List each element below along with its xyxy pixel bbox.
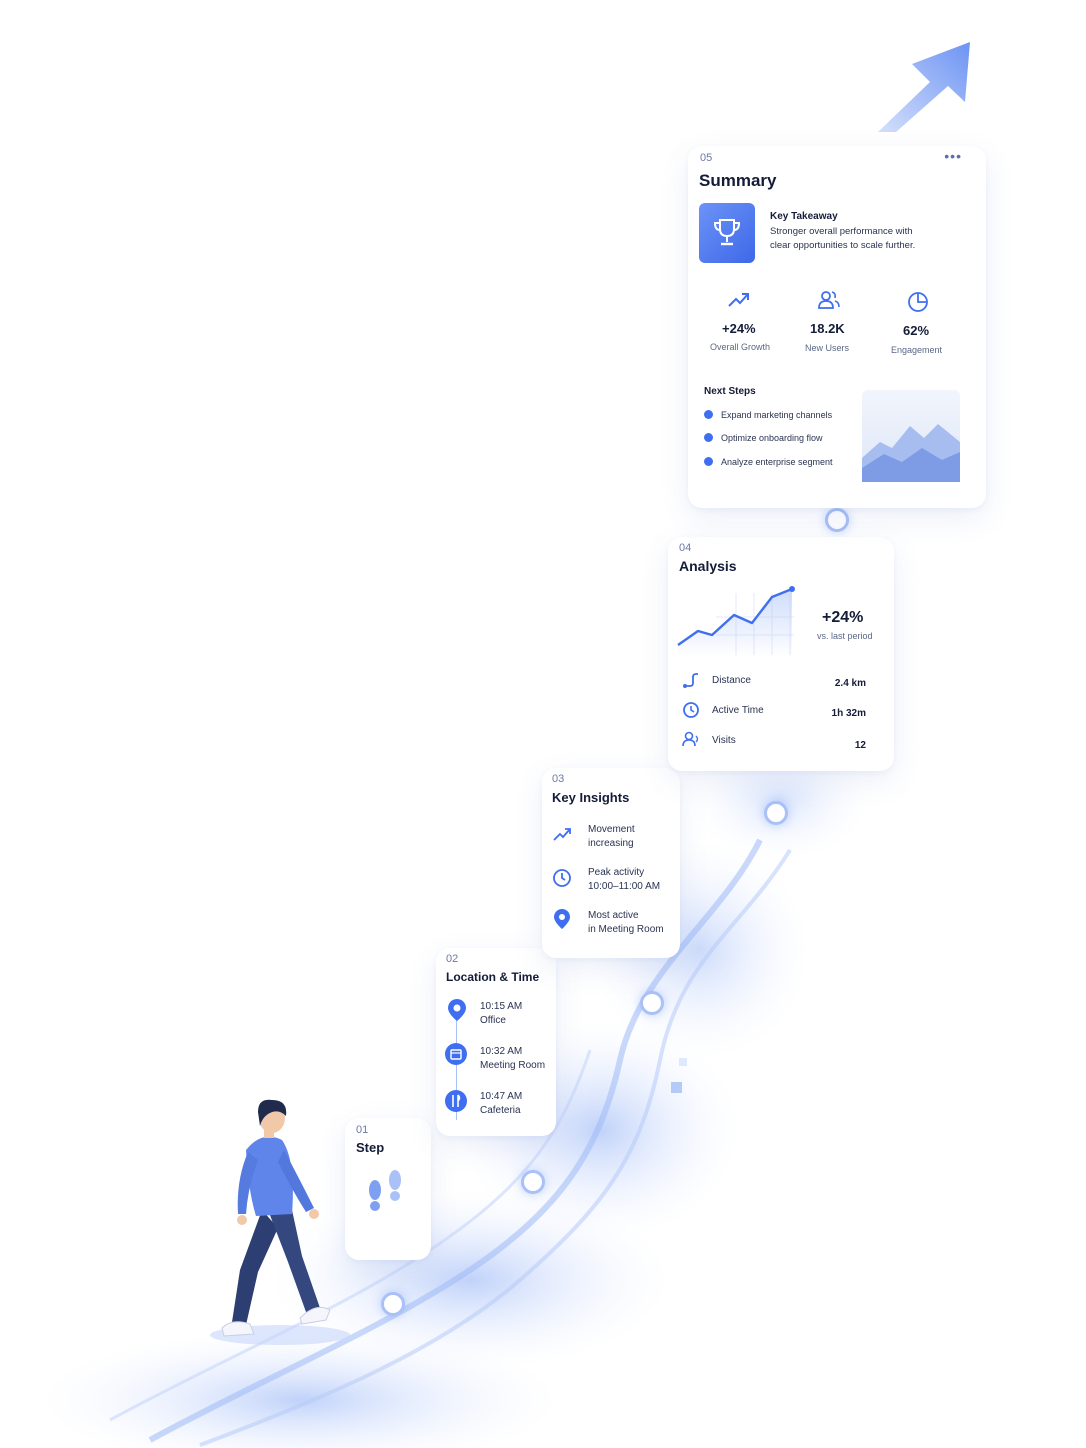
stat-value: 62%	[903, 323, 930, 338]
path-node-4	[764, 801, 788, 825]
entry-place: Office	[480, 1015, 506, 1026]
entry-time: 10:47 AM	[480, 1091, 523, 1102]
takeaway-text: Stronger overall performance with clear …	[770, 226, 916, 251]
stat-label: Engagement	[891, 345, 943, 355]
clock-icon	[683, 702, 699, 718]
check-circle-icon	[704, 457, 713, 466]
users-icon	[818, 291, 840, 309]
timeline-entry-1: 10:15 AM Office	[480, 1000, 522, 1028]
next-step-item: Optimize onboarding flow	[704, 433, 823, 443]
more-options-icon[interactable]: •••	[944, 148, 962, 164]
metric-label: Active Time	[712, 705, 764, 716]
mountain-image	[862, 390, 960, 482]
card-number: 02	[446, 953, 459, 965]
entry-time: 10:15 AM	[480, 1001, 523, 1012]
route-icon	[683, 673, 698, 688]
walking-person	[210, 1099, 350, 1345]
entry-place: Cafeteria	[480, 1105, 521, 1116]
entry-place: Meeting Room	[480, 1060, 546, 1071]
metric-value: 12	[854, 740, 866, 751]
key-insights-card: 03 Key Insights Movement increasing Peak…	[542, 768, 680, 958]
trend-up-icon	[553, 828, 571, 841]
card-number: 05	[700, 152, 713, 164]
card-number: 04	[679, 542, 692, 554]
trend-up-icon	[728, 293, 749, 307]
path-node-2	[521, 1170, 545, 1194]
path-node-3	[640, 991, 664, 1015]
location-time-card: 02 Location & Time 10:15 AM Office 10:32…	[436, 948, 556, 1136]
timeline-entry-3: 10:47 AM Cafeteria	[480, 1090, 522, 1118]
fork-knife-icon	[445, 1090, 467, 1112]
card-title: Key Insights	[552, 790, 630, 805]
stat-label: Overall Growth	[710, 342, 771, 352]
trend-chart	[677, 586, 795, 657]
card-number: 03	[552, 773, 565, 785]
next-step-item: Analyze enterprise segment	[704, 457, 833, 467]
footprints-icon	[369, 1170, 401, 1211]
map-pin-icon	[448, 999, 466, 1021]
card-title: Step	[356, 1140, 385, 1155]
change-label: vs. last period	[817, 631, 873, 641]
card-title: Analysis	[679, 558, 737, 574]
next-steps-title: Next Steps	[704, 386, 756, 397]
timeline-entry-2: 10:32 AM Meeting Room	[480, 1045, 545, 1073]
analysis-card: 04 Analysis +24% vs. last period Distanc…	[668, 537, 894, 771]
trophy-tile	[699, 203, 755, 263]
clock-icon	[553, 869, 571, 887]
check-circle-icon	[704, 433, 713, 442]
calendar-icon	[445, 1043, 467, 1065]
next-step-item: Expand marketing channels	[704, 410, 832, 420]
metric-value: 1h 32m	[831, 708, 866, 719]
takeaway-title: Key Takeaway	[770, 211, 838, 222]
change-value: +24%	[822, 609, 864, 626]
card-title: Location & Time	[446, 970, 540, 984]
stat-label: New Users	[805, 343, 850, 353]
growth-arrow	[878, 42, 970, 132]
check-circle-icon	[704, 410, 713, 419]
entry-time: 10:32 AM	[480, 1046, 523, 1057]
metric-label: Visits	[712, 735, 736, 746]
stat-value: 18.2K	[810, 321, 845, 336]
card-number: 01	[356, 1124, 369, 1136]
pie-chart-icon	[908, 292, 928, 312]
step-card: 01 Step	[345, 1118, 431, 1260]
path-node-5	[825, 508, 849, 532]
trophy-icon	[713, 219, 741, 246]
summary-card: 05 ••• Summary Key Takeaway Stronger ove…	[688, 146, 986, 508]
map-pin-icon	[554, 909, 570, 929]
user-icon	[682, 731, 699, 747]
insight-item-1: Movement increasing	[588, 824, 635, 849]
path-node-1	[381, 1292, 405, 1316]
metric-value: 2.4 km	[834, 678, 866, 689]
insight-item-3: Most active in Meeting Room	[588, 910, 664, 935]
stat-value: +24%	[722, 321, 756, 336]
insight-item-2: Peak activity 10:00–11:00 AM	[588, 867, 661, 892]
metric-label: Distance	[712, 675, 751, 686]
timeline-line	[456, 1010, 457, 1120]
card-title: Summary	[699, 171, 777, 190]
